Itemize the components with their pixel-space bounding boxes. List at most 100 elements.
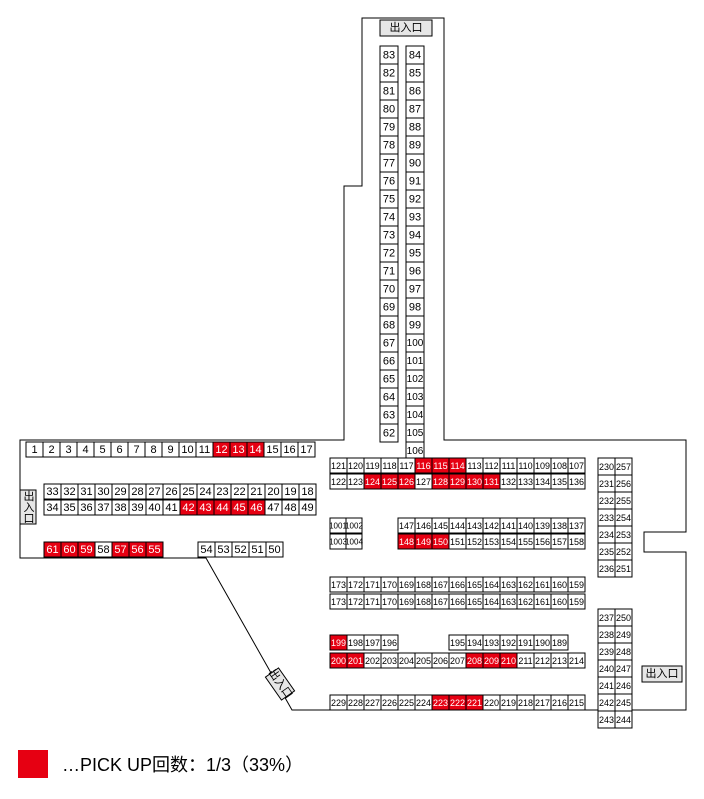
exit-left-box <box>19 489 37 525</box>
parking-space[interactable] <box>550 634 569 651</box>
space-number: 34 <box>46 502 58 514</box>
space-number: 86 <box>409 86 421 98</box>
exit-top[interactable]: 出入口 <box>379 19 433 37</box>
space-number: 27 <box>148 486 160 498</box>
parking-space[interactable] <box>298 483 317 500</box>
space-number: 1002 <box>345 522 363 531</box>
space-number: 65 <box>383 374 395 386</box>
space-number: 162 <box>518 597 533 607</box>
parking-space[interactable] <box>298 499 317 516</box>
space-number: 1001 <box>329 522 347 531</box>
space-number: 52 <box>234 544 246 556</box>
parking-space[interactable] <box>567 576 586 593</box>
space-number: 230 <box>599 462 614 472</box>
space-number: 172 <box>348 580 363 590</box>
space-number: 167 <box>433 580 448 590</box>
space-number: 173 <box>331 580 346 590</box>
space-number: 59 <box>80 544 92 556</box>
exit-top-label: 出入口 <box>390 20 423 34</box>
parking-space[interactable] <box>567 694 586 711</box>
space-number: 77 <box>383 158 395 170</box>
space-number: 247 <box>616 664 631 674</box>
space-number: 17 <box>300 444 312 456</box>
parking-space[interactable] <box>297 441 316 458</box>
parking-space[interactable] <box>145 541 164 558</box>
space-number: 68 <box>383 320 395 332</box>
parking-space[interactable] <box>567 652 586 669</box>
space-number: 6 <box>116 444 122 456</box>
space-number: 206 <box>433 656 448 666</box>
space-number: 16 <box>283 444 295 456</box>
space-number: 168 <box>416 580 431 590</box>
space-number: 56 <box>131 544 143 556</box>
space-number: 5 <box>99 444 105 456</box>
space-number: 92 <box>409 194 421 206</box>
space-number: 104 <box>407 410 424 421</box>
space-number: 151 <box>450 537 465 547</box>
parking-space[interactable] <box>614 710 633 729</box>
parking-space[interactable] <box>345 517 363 534</box>
space-number: 26 <box>165 486 177 498</box>
space-number: 42 <box>182 502 194 514</box>
space-number: 35 <box>63 502 75 514</box>
space-number: 194 <box>467 638 482 648</box>
space-number: 85 <box>409 68 421 80</box>
space-number: 167 <box>433 597 448 607</box>
space-number: 233 <box>599 513 614 523</box>
space-number: 242 <box>599 698 614 708</box>
space-number: 164 <box>484 597 499 607</box>
space-number: 236 <box>599 564 614 574</box>
space-number: 223 <box>433 698 448 708</box>
space-number: 202 <box>365 656 380 666</box>
space-number: 62 <box>383 428 395 440</box>
exit-bottom[interactable]: 出入口 <box>264 666 296 701</box>
space-number: 218 <box>518 698 533 708</box>
space-number: 18 <box>301 486 313 498</box>
parking-space[interactable] <box>265 541 284 558</box>
space-number: 63 <box>383 410 395 422</box>
parking-space[interactable] <box>567 517 586 534</box>
parking-space[interactable] <box>567 593 586 610</box>
space-number: 75 <box>383 194 395 206</box>
parking-space[interactable] <box>380 634 399 651</box>
exit-right[interactable]: 出入口 <box>641 665 683 683</box>
space-number: 43 <box>199 502 211 514</box>
space-number: 46 <box>250 502 262 514</box>
space-number: 243 <box>599 715 614 725</box>
space-number: 150 <box>433 537 448 547</box>
space-number: 115 <box>433 461 447 471</box>
exit-bottom-box <box>264 667 296 701</box>
space-number: 217 <box>535 698 550 708</box>
space-number: 119 <box>365 461 379 471</box>
space-number: 60 <box>63 544 75 556</box>
parking-space[interactable] <box>567 533 586 550</box>
space-number: 159 <box>569 580 584 590</box>
space-number: 120 <box>348 461 363 471</box>
space-number: 146 <box>416 521 431 531</box>
space-number: 245 <box>616 698 631 708</box>
parking-space[interactable] <box>379 423 399 443</box>
space-number: 109 <box>535 461 550 471</box>
space-number: 196 <box>382 638 397 648</box>
parking-space[interactable] <box>567 457 586 474</box>
space-number: 1004 <box>345 538 363 547</box>
parking-space[interactable] <box>614 559 633 578</box>
space-number: 22 <box>233 486 245 498</box>
space-number: 215 <box>569 698 584 708</box>
space-number: 153 <box>484 537 499 547</box>
space-number: 161 <box>535 597 550 607</box>
space-number: 253 <box>616 530 631 540</box>
parking-space[interactable] <box>345 533 363 550</box>
space-number: 239 <box>599 647 614 657</box>
parking-space[interactable] <box>567 473 586 490</box>
exit-left[interactable]: 出入口 <box>19 489 37 525</box>
space-number: 14 <box>249 444 261 456</box>
space-number: 225 <box>399 698 414 708</box>
space-number: 39 <box>131 502 143 514</box>
space-number: 173 <box>331 597 346 607</box>
space-number: 12 <box>215 444 227 456</box>
space-number: 122 <box>331 477 346 487</box>
space-number: 10 <box>181 444 193 456</box>
space-number: 231 <box>599 479 614 489</box>
space-number: 2 <box>48 444 54 456</box>
